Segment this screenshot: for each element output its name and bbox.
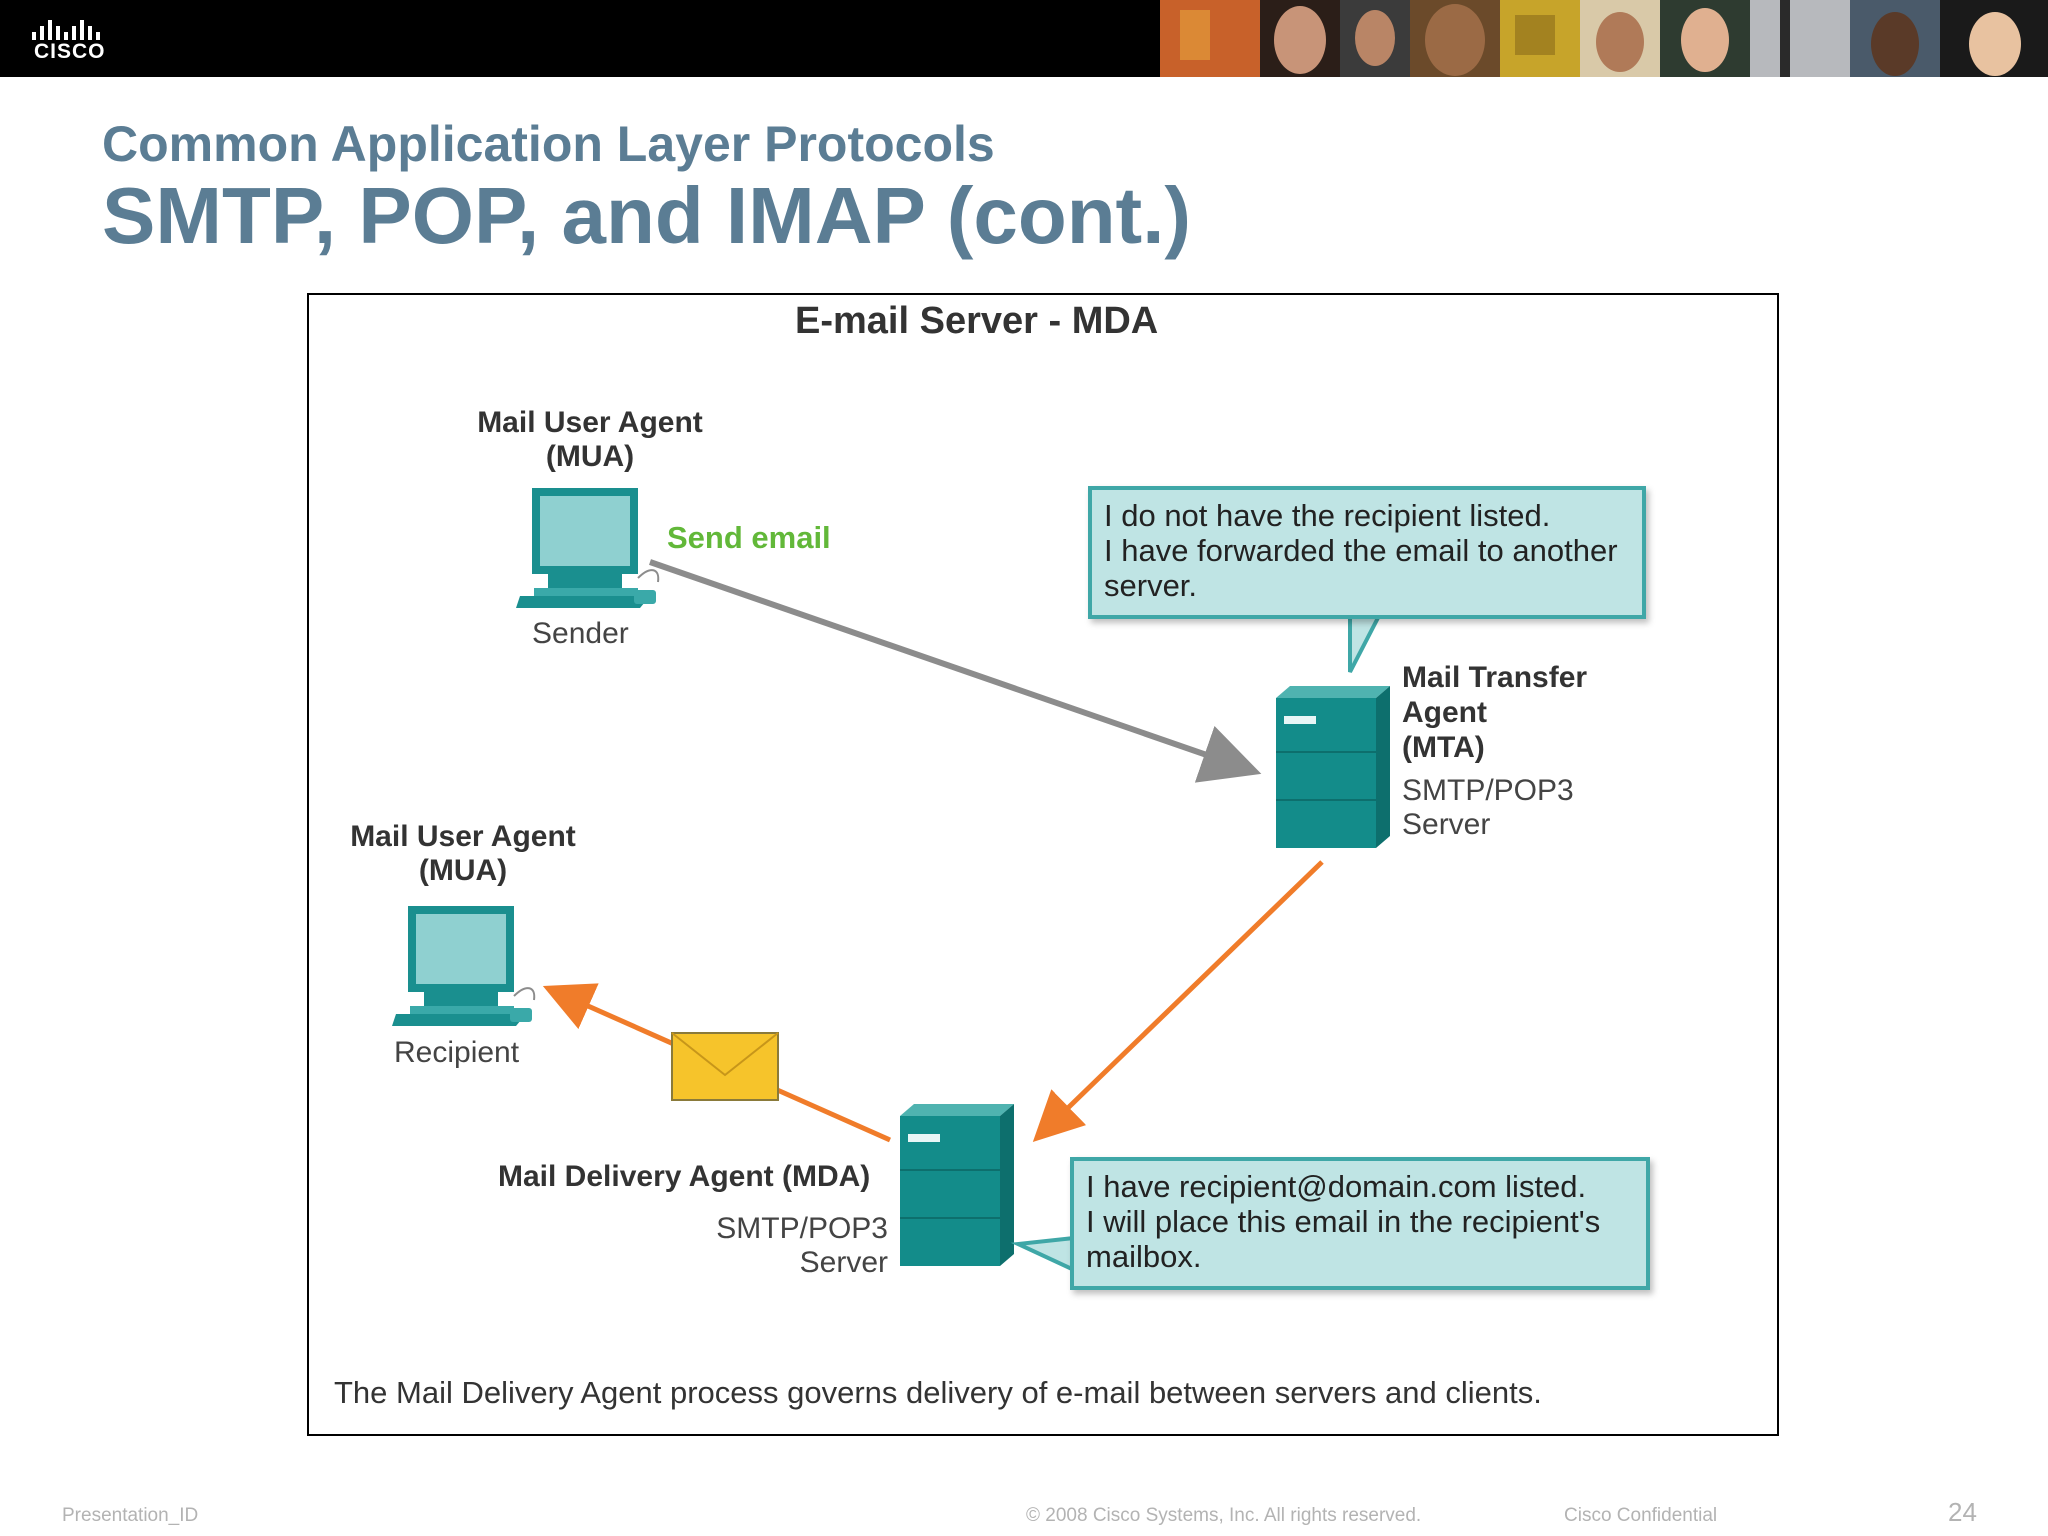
mta-role-line2: Agent: [1402, 696, 1487, 729]
mta-bubble-line2: I have forwarded the email to another: [1104, 533, 1618, 568]
mda-bubble-pointer: [1010, 1235, 1076, 1274]
sender-role-line1: Mail User Agent: [477, 406, 703, 439]
mta-role-line1: Mail Transfer: [1402, 661, 1588, 694]
sender-role-label: Mail User Agent (MUA): [470, 406, 710, 474]
mta-bubble-line1: I do not have the recipient listed.: [1104, 498, 1551, 533]
page-number: 24: [1948, 1497, 1977, 1527]
footer-presentation-id: Presentation_ID: [62, 1505, 199, 1526]
mda-bubble-line3: mailbox.: [1086, 1239, 1202, 1274]
sender-name: Sender: [532, 617, 629, 650]
mda-speech-bubble: I have recipient@domain.com listed. I wi…: [1070, 1157, 1650, 1290]
send-email-label: Send email: [667, 520, 831, 555]
footer-copyright: © 2008 Cisco Systems, Inc. All rights re…: [1026, 1505, 1422, 1526]
recipient-role-line2: (MUA): [418, 854, 508, 887]
mta-bubble-pointer: [1348, 608, 1386, 673]
header-bar: CISCO: [0, 0, 2048, 77]
recipient-role-label: Mail User Agent (MUA): [343, 820, 583, 888]
mta-server-icon: [1276, 686, 1390, 848]
mda-bubble-line1: I have recipient@domain.com listed.: [1086, 1169, 1587, 1204]
mta-role-label: Mail Transfer Agent (MTA): [1402, 660, 1587, 765]
diagram-title: E-mail Server - MDA: [795, 300, 1159, 342]
envelope-icon: [671, 1032, 779, 1101]
mda-role-label: Mail Delivery Agent (MDA): [498, 1160, 871, 1193]
diagram-caption: The Mail Delivery Agent process governs …: [334, 1375, 1542, 1410]
send-email-arrow: [649, 559, 1262, 783]
mta-role-line3: (MTA): [1402, 731, 1485, 764]
cisco-logo: [32, 20, 100, 40]
footer-confidential: Cisco Confidential: [1564, 1505, 1718, 1526]
mda-type-line1: SMTP/POP3: [716, 1212, 888, 1245]
mda-bubble-line2: I will place this email in the recipient…: [1086, 1204, 1601, 1239]
sender-role-line2: (MUA): [545, 440, 635, 473]
mda-server-icon: [900, 1104, 1014, 1266]
mta-type-line1: SMTP/POP3: [1402, 774, 1574, 807]
recipient-role-line1: Mail User Agent: [350, 820, 576, 853]
mta-type-line2: Server: [1402, 808, 1491, 841]
recipient-computer-icon: [392, 906, 536, 1026]
mda-type-line2: Server: [799, 1246, 888, 1279]
brand-wordmark: CISCO: [34, 40, 106, 63]
recipient-name: Recipient: [394, 1036, 520, 1069]
photo-strip: [1160, 0, 2048, 77]
slide-subtitle: Common Application Layer Protocols: [102, 116, 995, 172]
mta-bubble-line3: server.: [1104, 568, 1198, 603]
mta-speech-bubble: I do not have the recipient listed. I ha…: [1088, 486, 1646, 619]
sender-computer-icon: [516, 488, 660, 608]
mta-to-mda-arrow: [1032, 860, 1324, 1142]
slide-title: SMTP, POP, and IMAP (cont.): [102, 171, 1192, 260]
mda-type-label: SMTP/POP3 Server: [686, 1212, 888, 1280]
mta-type-label: SMTP/POP3 Server: [1402, 774, 1574, 842]
